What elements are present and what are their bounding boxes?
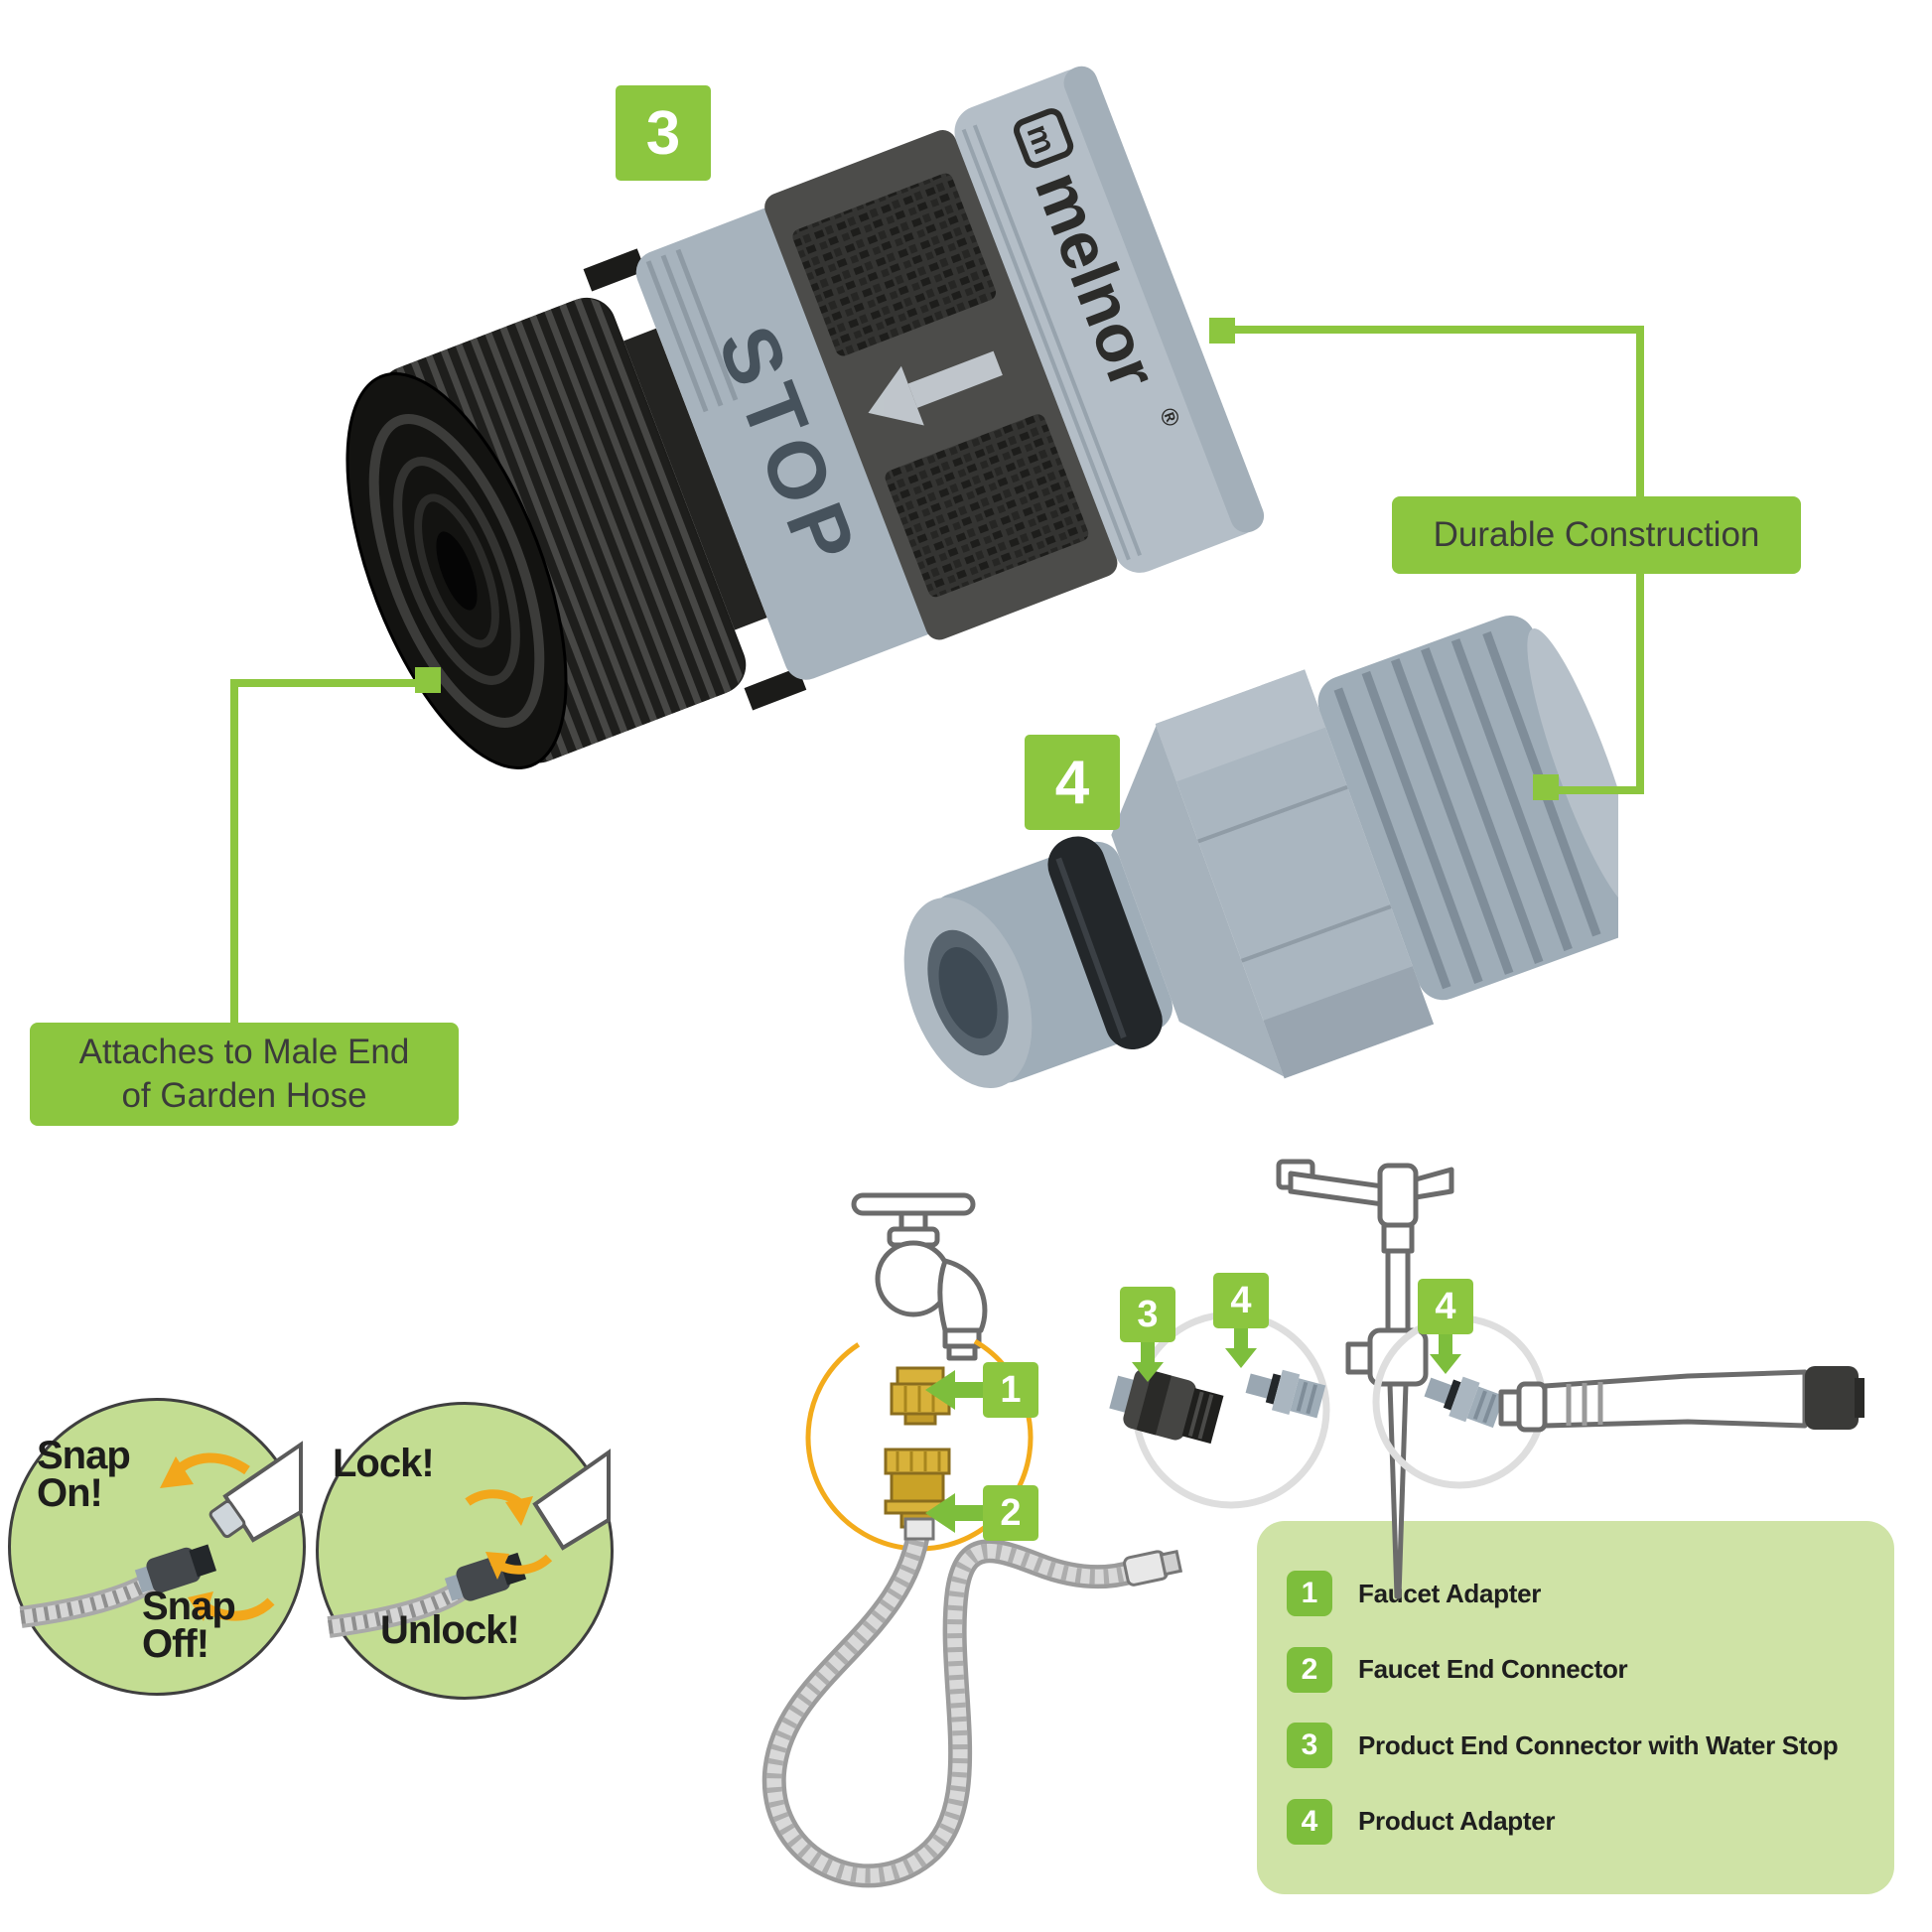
lock-instruction-circle: Lock! Unlock! bbox=[316, 1402, 614, 1700]
diagram-badge-4b: 4 bbox=[1418, 1279, 1473, 1334]
snap-illustration bbox=[19, 1441, 303, 1628]
product-3-connector-image: STOP m melnor bbox=[345, 66, 1265, 769]
collar-lug bbox=[744, 667, 807, 711]
callout-durable-text: Durable Construction bbox=[1433, 515, 1760, 555]
callout-connector-line bbox=[230, 679, 425, 687]
connector-icon bbox=[444, 1552, 527, 1601]
snap-arrow-icon bbox=[160, 1452, 275, 1621]
threaded-collar bbox=[345, 297, 747, 769]
faucet-adapter-icon bbox=[890, 1366, 951, 1426]
twist-arrow-icon bbox=[465, 1489, 553, 1580]
connector-icon bbox=[134, 1544, 217, 1593]
push-arrow-icon bbox=[868, 350, 1003, 426]
callout-connector-line bbox=[1555, 786, 1644, 794]
legend-label-4: Product Adapter bbox=[1358, 1806, 1556, 1837]
adapter-hex bbox=[1155, 669, 1435, 1079]
snap-instruction-circle: Snap On! Snap Off! bbox=[8, 1398, 306, 1696]
sprayer-icon bbox=[532, 1449, 611, 1551]
legend-label-3: Product End Connector with Water Stop bbox=[1358, 1729, 1839, 1760]
legend-label-1: Faucet Adapter bbox=[1358, 1578, 1542, 1608]
diagram-badge-2: 2 bbox=[983, 1485, 1038, 1541]
product-adapter-icon bbox=[1245, 1369, 1326, 1419]
legend-row: 2 Faucet End Connector bbox=[1287, 1646, 1864, 1693]
diagram-badge-3: 3 bbox=[1120, 1287, 1175, 1342]
badge-product-4: 4 bbox=[1025, 735, 1120, 830]
sprinkler-icon bbox=[1276, 1159, 1454, 1599]
legend-row: 1 Faucet Adapter bbox=[1287, 1571, 1864, 1617]
lock-label: Lock! bbox=[333, 1442, 435, 1485]
snap-on-label: Snap On! bbox=[37, 1434, 131, 1515]
product-4-adapter-image bbox=[903, 615, 1618, 1089]
callout-connector-line bbox=[1227, 326, 1644, 334]
legend-panel: 1 Faucet Adapter 2 Faucet End Connector … bbox=[1257, 1521, 1894, 1894]
legend-badge-1: 1 bbox=[1287, 1571, 1332, 1617]
grip-band bbox=[764, 130, 1118, 640]
lock-illustration bbox=[327, 1449, 611, 1638]
legend-label-2: Faucet End Connector bbox=[1358, 1654, 1628, 1685]
product-end-connector-icon bbox=[1109, 1368, 1224, 1445]
sprayer-inlet bbox=[208, 1499, 246, 1539]
diagram-badge-4a: 4 bbox=[1213, 1273, 1269, 1328]
badge-product-3: 3 bbox=[616, 85, 711, 181]
arrow-icon bbox=[925, 1328, 1461, 1533]
faucet-icon bbox=[851, 1192, 988, 1361]
o-ring bbox=[1047, 836, 1163, 1049]
brand-cap bbox=[954, 66, 1265, 573]
callout-attach-line2: of Garden Hose bbox=[121, 1076, 367, 1115]
diagram-badge-1: 1 bbox=[983, 1362, 1038, 1418]
collar-step bbox=[623, 328, 767, 630]
collar-lug bbox=[583, 248, 646, 292]
callout-attaches-male-end: Attaches to Male End of Garden Hose bbox=[30, 1023, 459, 1126]
callout-durable-construction: Durable Construction bbox=[1392, 496, 1801, 574]
spray-nozzle-icon bbox=[1498, 1366, 1864, 1433]
legend-row: 3 Product End Connector with Water Stop bbox=[1287, 1723, 1864, 1769]
legend-row: 4 Product Adapter bbox=[1287, 1798, 1864, 1845]
adapter-threads bbox=[1317, 615, 1618, 1001]
legend-badge-3: 3 bbox=[1287, 1723, 1332, 1769]
callout-connector-line bbox=[230, 679, 238, 1023]
legend-badge-2: 2 bbox=[1287, 1646, 1332, 1693]
callout-connector-line bbox=[1636, 574, 1644, 786]
legend-badge-4: 4 bbox=[1287, 1798, 1332, 1845]
callout-anchor-square bbox=[1533, 774, 1559, 800]
hose-illustration bbox=[761, 1517, 1183, 1888]
callout-connector-line bbox=[1636, 326, 1644, 496]
product-adapter-icon bbox=[1424, 1376, 1505, 1429]
sprayer-icon bbox=[222, 1441, 303, 1543]
adapter-cone bbox=[1111, 725, 1285, 1077]
callout-attach-line1: Attaches to Male End bbox=[78, 1033, 410, 1072]
usage-diagram bbox=[761, 1159, 1864, 1888]
snap-off-label: Snap Off! bbox=[142, 1585, 236, 1666]
unlock-label: Unlock! bbox=[380, 1608, 520, 1652]
